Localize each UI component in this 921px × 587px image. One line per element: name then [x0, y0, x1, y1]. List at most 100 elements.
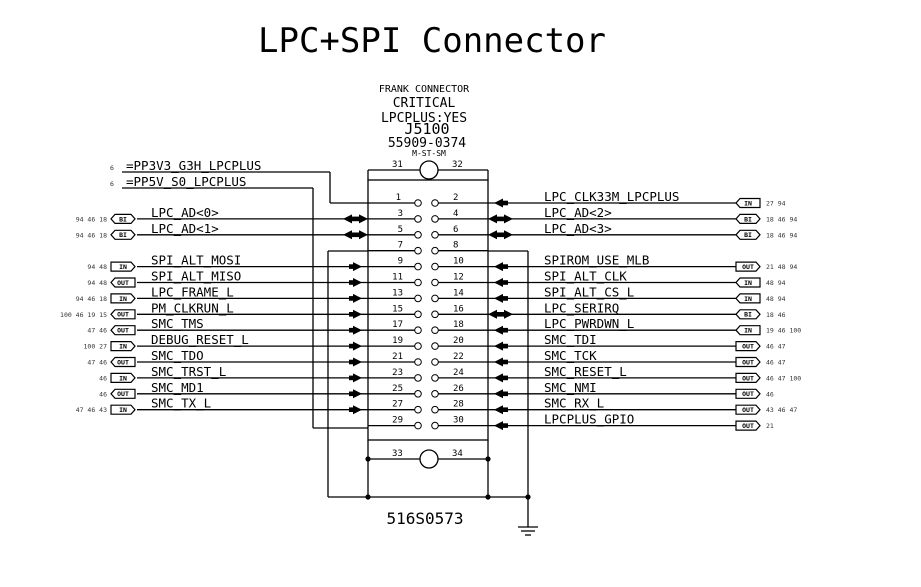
- pin-20-number: 20: [453, 336, 464, 346]
- right-net-24-arrow: [494, 373, 503, 383]
- right-net-2-label: LPC_CLK33M_LPCPLUS: [544, 189, 679, 204]
- left-net-27-arrow: [353, 405, 362, 415]
- pin-18-number: 18: [453, 320, 464, 330]
- right-net-20-arrow-body: [502, 343, 508, 349]
- right-net-2-flag: [735, 197, 761, 209]
- left-net-5-flag: [110, 229, 136, 240]
- page-title: LPC+SPI Connector: [258, 21, 606, 61]
- right-net-6-arrow-body: [494, 232, 507, 238]
- left-net-15-label: PM_CLKRUN_L: [151, 300, 234, 315]
- left-net-15-arrow-body: [349, 312, 354, 317]
- right-net-20-pages: 46 47: [766, 343, 786, 351]
- left-net-23-pages: 46: [99, 374, 107, 382]
- right-net-16-arrow-body: [494, 312, 507, 317]
- left-net-13-flag: [110, 293, 136, 304]
- right-net-16-label: LPC_SERIRQ: [544, 300, 619, 315]
- right-net-14-flag-text: IN: [744, 295, 752, 303]
- right-net-22-pages: 46 47: [766, 359, 786, 367]
- right-net-26-arrow-body: [502, 391, 508, 397]
- pin-20-contact: [431, 342, 439, 350]
- pin-15-number: 15: [392, 304, 403, 314]
- left-net-13-pages: 94 46 18: [76, 295, 107, 303]
- left-net-23-arrow: [353, 373, 362, 383]
- right-net-18-arrow-body: [502, 327, 508, 333]
- right-net-26-arrow: [494, 389, 503, 399]
- right-net-16-flag-text: BI: [744, 311, 752, 319]
- pin-13-number: 13: [392, 288, 403, 298]
- pin-29-contact: [414, 421, 422, 430]
- left-net-19-pages: 100 27: [84, 343, 108, 351]
- pin-19-contact: [414, 342, 422, 350]
- right-net-18-arrow: [494, 325, 503, 335]
- pin-17-contact: [414, 326, 422, 335]
- left-net-23-flag-text: IN: [119, 374, 127, 382]
- right-net-10-arrow: [494, 262, 503, 272]
- left-net-15-flag: [110, 309, 136, 320]
- right-net-18-label: LPC_PWRDWN_L: [544, 316, 634, 331]
- mount-pin-34: 34: [452, 449, 463, 459]
- left-net-17-label: SMC_TMS: [151, 316, 204, 331]
- mount-hole-top: [419, 160, 439, 180]
- pin-12-number: 12: [453, 273, 464, 283]
- pin-30-contact: [431, 421, 439, 430]
- pin-28-number: 28: [453, 400, 464, 410]
- right-net-20-flag: [735, 341, 761, 352]
- left-net-17-arrow: [353, 325, 362, 335]
- right-net-10-label: SPIROM_USE_MLB: [544, 253, 649, 268]
- pin-16-contact: [431, 310, 439, 319]
- pin-10-number: 10: [453, 257, 464, 267]
- right-net-6-pages: 18 46 94: [766, 231, 797, 239]
- left-net-13-label: LPC_FRAME_L: [151, 284, 234, 299]
- right-net-10-flag-text: OUT: [742, 263, 754, 271]
- right-net-24-flag-text: OUT: [742, 374, 754, 382]
- lpcplus-label: LPCPLUS:YES: [381, 111, 467, 126]
- left-net-19-arrow: [353, 341, 362, 351]
- left-net-13-arrow-body: [349, 296, 354, 301]
- right-net-20-flag-text: OUT: [742, 343, 754, 351]
- pin-9-number: 9: [398, 257, 403, 267]
- right-net-28-arrow: [494, 405, 503, 415]
- pin-24-number: 24: [453, 368, 464, 378]
- pin-8-number: 8: [453, 241, 458, 251]
- left-net-25-arrow-body: [349, 391, 354, 397]
- right-net-4-flag: [735, 213, 761, 224]
- pin-18-contact: [431, 326, 439, 335]
- right-net-12-flag-text: IN: [744, 279, 752, 287]
- left-net-11-pages: 94 48: [87, 279, 107, 287]
- right-net-26-label: SMC_NMI: [544, 380, 597, 395]
- pin-13-contact: [414, 294, 422, 303]
- left-net-27-label: SMC_TX_L: [151, 396, 211, 411]
- left-net-15-arrow: [353, 309, 362, 319]
- pin-21-number: 21: [392, 352, 403, 362]
- right-net-28-label: SMC_RX_L: [544, 396, 604, 411]
- right-net-2-arrow: [494, 198, 503, 208]
- right-net-6-flag: [735, 229, 761, 240]
- right-net-24-flag: [735, 372, 761, 383]
- left-net-27-arrow-body: [349, 407, 354, 412]
- left-net-23-flag: [110, 372, 136, 383]
- mount-pin-33: 33: [392, 449, 403, 459]
- left-net-27-pages: 47 46 43: [76, 406, 107, 414]
- right-net-22-arrow-body: [502, 359, 508, 365]
- left-net-5-label: LPC_AD<1>: [151, 221, 219, 236]
- left-net-27-flag-text: IN: [119, 406, 127, 414]
- pin-14-number: 14: [453, 288, 464, 298]
- right-net-10-pages: 21 48 94: [766, 263, 797, 271]
- left-net-3-flag-text: BI: [119, 215, 127, 223]
- right-net-28-flag: [735, 404, 761, 415]
- bottom-part-number: 516S0573: [386, 509, 463, 528]
- pin-19-number: 19: [392, 336, 403, 346]
- right-net-26-flag-text: OUT: [742, 390, 754, 398]
- left-net-11-arrow: [353, 278, 362, 287]
- right-net-30-arrow-body: [502, 423, 508, 428]
- pin-24-contact: [431, 374, 439, 382]
- left-net-21-flag-text: OUT: [117, 358, 129, 366]
- right-net-4-pages: 18 46 94: [766, 215, 797, 223]
- right-net-24-arrow-body: [502, 375, 508, 381]
- pin-11-contact: [414, 278, 422, 287]
- right-net-28-flag-text: OUT: [742, 406, 754, 414]
- left-net-3-pages: 94 46 18: [76, 215, 107, 223]
- pin-30-number: 30: [453, 416, 464, 426]
- right-net-4-label: LPC_AD<2>: [544, 205, 612, 220]
